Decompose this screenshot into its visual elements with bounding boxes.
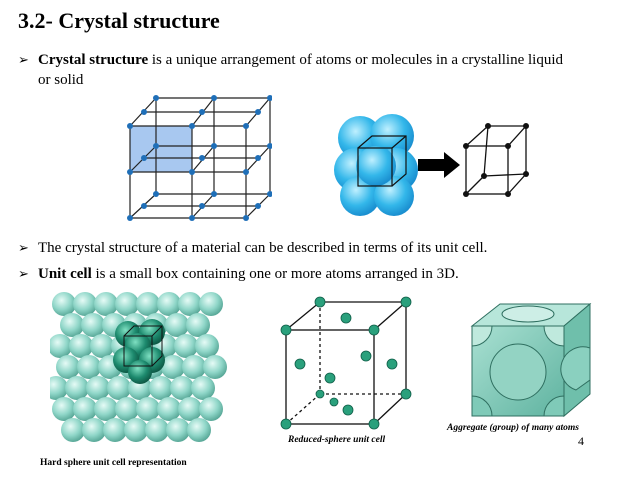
space-lattice-figure bbox=[127, 95, 272, 221]
hard-sphere bbox=[203, 355, 227, 379]
hard-sphere bbox=[145, 418, 169, 442]
hard-sphere bbox=[157, 292, 181, 316]
hard-sphere bbox=[86, 376, 110, 400]
hard-sphere-stack-figure bbox=[50, 292, 227, 442]
hard-sphere bbox=[178, 292, 202, 316]
hard-sphere bbox=[103, 418, 127, 442]
blue-spheres bbox=[334, 114, 418, 216]
hard-sphere bbox=[61, 418, 85, 442]
hard-sphere bbox=[199, 292, 223, 316]
hard-sphere bbox=[115, 397, 139, 421]
hard-sphere bbox=[94, 292, 118, 316]
simple-cubic-cell-figure bbox=[463, 123, 529, 197]
bullet2-text: The crystal structure of a material can … bbox=[38, 240, 488, 256]
bullet-unit-cell-definition: ➢ Unit cell is a small box containing one… bbox=[18, 264, 459, 284]
reduced-sphere-cell-figure bbox=[280, 296, 412, 430]
hard-sphere bbox=[178, 397, 202, 421]
slide-title: 3.2- Crystal structure bbox=[18, 8, 220, 33]
bullet-arrow-icon: ➢ bbox=[18, 52, 29, 67]
hard-sphere bbox=[149, 376, 173, 400]
hard-sphere bbox=[165, 313, 189, 337]
reduced-atoms bbox=[280, 296, 412, 430]
cube-corner-atoms bbox=[463, 123, 529, 197]
hard-sphere bbox=[52, 292, 76, 316]
bullet3-text: is a small box containing one or more at… bbox=[91, 266, 459, 282]
hard-sphere bbox=[69, 334, 93, 358]
hard-sphere bbox=[115, 292, 139, 316]
caption-hard-sphere: Hard sphere unit cell representation bbox=[40, 458, 187, 468]
bullet3-bold-term: Unit cell bbox=[38, 266, 92, 282]
bullet-arrow-icon: ➢ bbox=[18, 240, 29, 255]
aggregate-cube bbox=[470, 302, 592, 418]
sphere-unit-cell-outline bbox=[357, 135, 407, 187]
bullet-unit-cell-description: ➢ The crystal structure of a material can… bbox=[18, 238, 487, 258]
hard-sphere bbox=[136, 397, 160, 421]
bullet1-bold-term: Crystal structure bbox=[38, 52, 149, 68]
hard-sphere bbox=[157, 397, 181, 421]
hard-sphere bbox=[94, 397, 118, 421]
bullet-arrow-icon: ➢ bbox=[18, 266, 29, 281]
bullet1-text: is a unique arrangement of atoms or mole… bbox=[148, 52, 564, 68]
hard-sphere bbox=[174, 334, 198, 358]
lattice-points bbox=[127, 95, 272, 221]
hard-sphere bbox=[65, 376, 89, 400]
hard-sphere bbox=[170, 376, 194, 400]
hard-sphere bbox=[191, 376, 215, 400]
hard-sphere-cell-outline bbox=[123, 325, 163, 367]
bullet1-continuation: or solid bbox=[38, 72, 84, 88]
aggregate-atoms-figure bbox=[470, 302, 592, 418]
blue-sphere-cluster-figure bbox=[334, 114, 418, 216]
hard-sphere bbox=[199, 397, 223, 421]
right-arrow-icon bbox=[418, 152, 460, 178]
hard-sphere bbox=[81, 313, 105, 337]
hard-sphere bbox=[166, 418, 190, 442]
caption-aggregate: Aggregate (group) of many atoms bbox=[447, 423, 579, 433]
hard-sphere bbox=[50, 376, 68, 400]
hard-sphere bbox=[56, 355, 80, 379]
hard-sphere bbox=[50, 334, 72, 358]
hard-sphere bbox=[82, 418, 106, 442]
hard-sphere bbox=[52, 397, 76, 421]
highlighted-unit-cell-face bbox=[130, 126, 192, 172]
hard-sphere bbox=[195, 334, 219, 358]
page-number: 4 bbox=[578, 434, 584, 448]
caption-reduced-sphere: Reduced-sphere unit cell bbox=[288, 435, 386, 445]
hard-sphere bbox=[60, 313, 84, 337]
hard-sphere bbox=[90, 334, 114, 358]
hard-sphere bbox=[182, 355, 206, 379]
hard-sphere bbox=[186, 313, 210, 337]
hard-sphere bbox=[136, 292, 160, 316]
hard-sphere bbox=[107, 376, 131, 400]
hard-sphere bbox=[161, 355, 185, 379]
hard-sphere bbox=[124, 418, 148, 442]
hard-sphere bbox=[187, 418, 211, 442]
bullet-crystal-structure: ➢ Crystal structure is a unique arrangeme… bbox=[18, 50, 618, 90]
cube-edges bbox=[465, 125, 527, 195]
hard-sphere bbox=[77, 355, 101, 379]
hard-sphere bbox=[73, 292, 97, 316]
hard-sphere bbox=[73, 397, 97, 421]
